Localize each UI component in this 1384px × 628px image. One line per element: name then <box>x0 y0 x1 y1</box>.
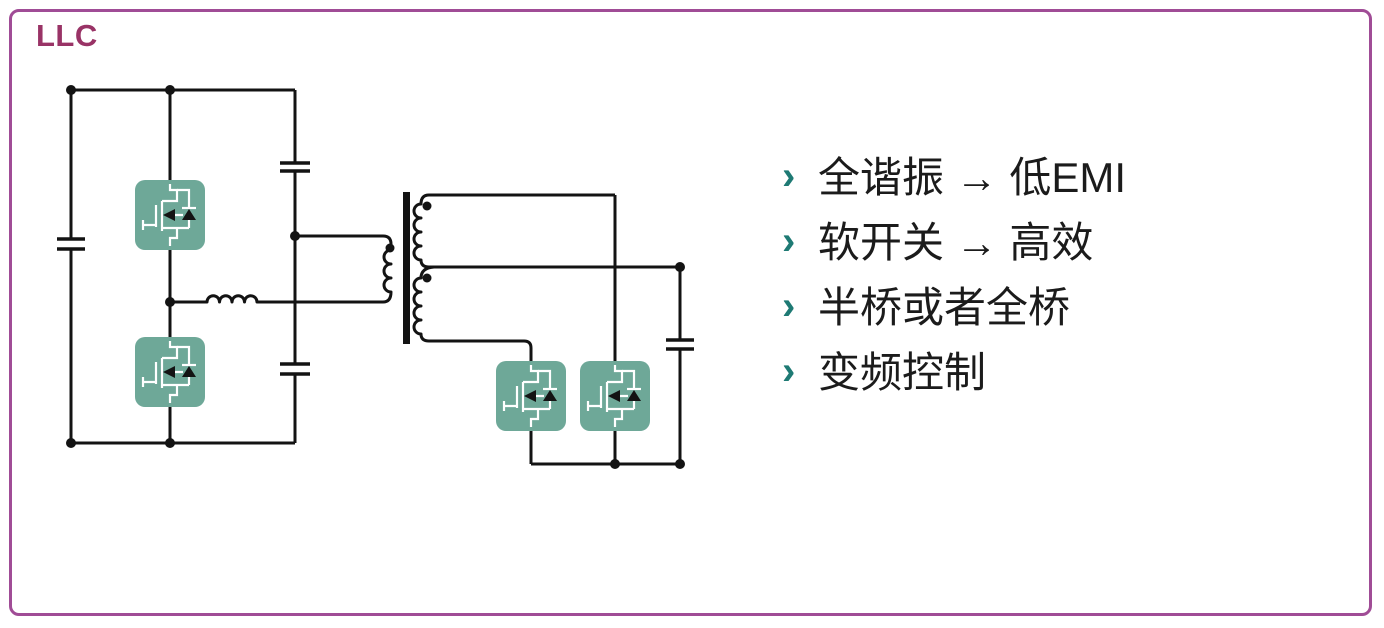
list-item: › 软开关 → 高效 <box>782 210 1126 275</box>
bullet-text: 半桥或者全桥 <box>818 283 1071 331</box>
split-resonant-capacitor-top <box>280 161 310 173</box>
secondary-winding-bottom <box>412 265 533 361</box>
list-item: › 全谐振 → 低EMI <box>782 145 1126 210</box>
transformer-core <box>403 192 410 344</box>
junction-dots <box>66 85 685 469</box>
primary-phase-dot <box>385 243 395 253</box>
feature-bullet-list: › 全谐振 → 低EMI › 软开关 → 高效 › 半桥或者全桥 › 变频控制 <box>782 145 1126 405</box>
high-side-mosfet <box>133 178 207 252</box>
dc-input-capacitor <box>57 237 85 251</box>
sync-rectifier-mosfet-1 <box>494 359 568 433</box>
list-item: › 半桥或者全桥 <box>782 275 1126 340</box>
secondary-bottom-phase-dot <box>422 273 432 283</box>
secondary-winding-top <box>412 193 680 269</box>
sync-rectifier-mosfet-2 <box>578 359 652 433</box>
bullet-text: 变频控制 <box>818 348 987 396</box>
transformer <box>385 192 680 361</box>
secondary-rectifier <box>529 195 694 466</box>
rectifier-source-wires <box>529 431 617 464</box>
output-capacitor <box>666 338 694 351</box>
chevron-bullet-icon: › <box>782 153 796 198</box>
bullet-text: 软开关 → 高效 <box>818 218 1094 266</box>
bullet-text: 全谐振 → 低EMI <box>818 153 1127 201</box>
list-item: › 变频控制 <box>782 340 1126 405</box>
primary-bridge <box>57 88 310 445</box>
primary-winding-and-inductor <box>170 234 393 304</box>
resonant-tank <box>170 234 393 304</box>
split-resonant-capacitor-bottom <box>280 362 310 376</box>
page-title: LLC <box>36 18 98 53</box>
low-side-mosfet <box>133 335 207 409</box>
chevron-bullet-icon: › <box>782 218 796 263</box>
chevron-bullet-icon: › <box>782 348 796 393</box>
chevron-bullet-icon: › <box>782 283 796 328</box>
secondary-top-phase-dot <box>422 201 432 211</box>
